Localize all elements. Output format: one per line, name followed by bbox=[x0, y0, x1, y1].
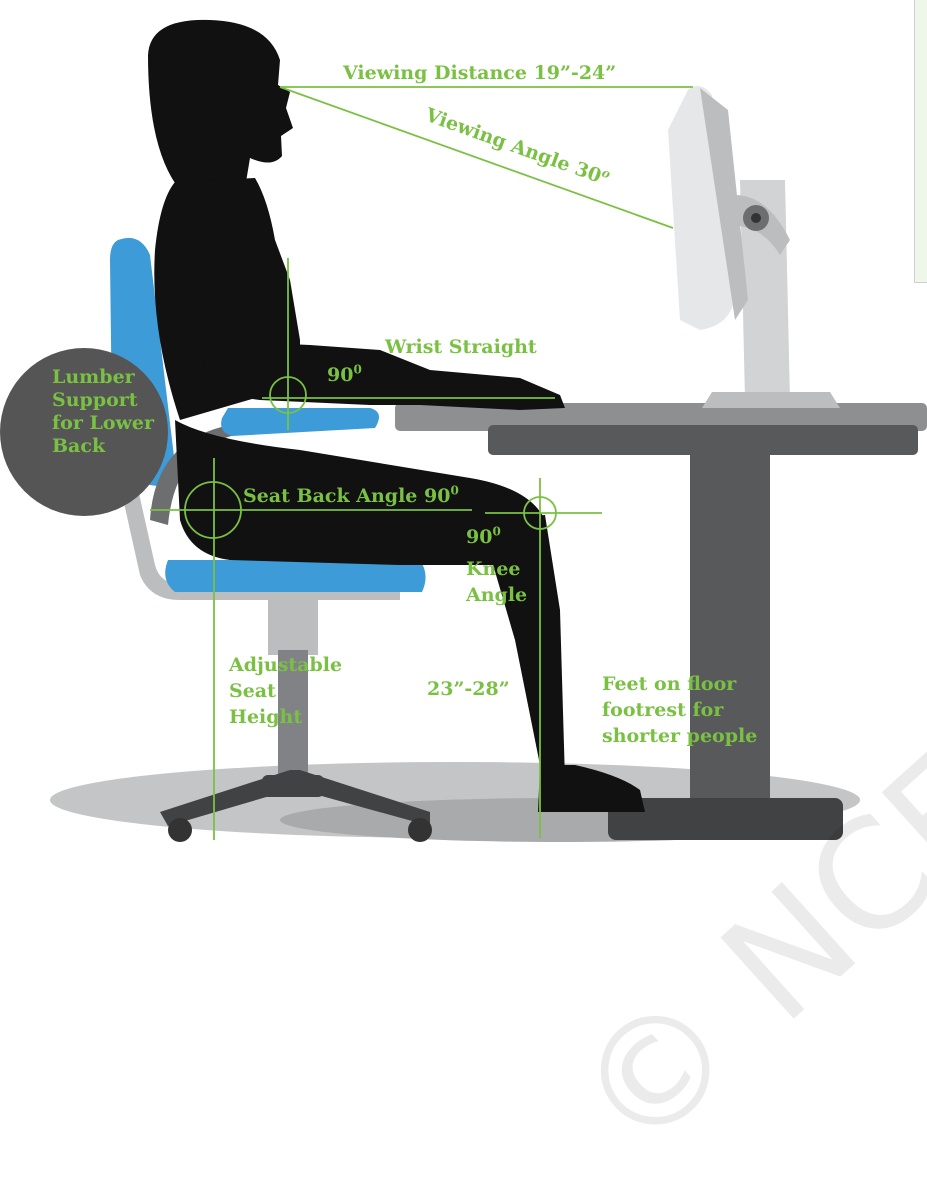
chair-column-sleeve bbox=[268, 600, 318, 655]
lumbar-support-label: Lumber Support for Lower Back bbox=[52, 366, 154, 458]
feet-on-floor-label: Feet on floor footrest for shorter peopl… bbox=[602, 671, 757, 749]
side-panel-edge bbox=[914, 0, 927, 283]
knee-angle-value-label: 900 bbox=[466, 526, 501, 549]
chair-armrest bbox=[221, 408, 379, 436]
ergonomics-diagram: Viewing Distance 19”-24” Viewing Angle 3… bbox=[0, 0, 927, 857]
viewing-angle-line bbox=[280, 87, 673, 228]
seat-height-label: Adjustable Seat Height bbox=[229, 652, 342, 730]
monitor bbox=[668, 86, 840, 408]
chair-caster-right bbox=[408, 818, 432, 842]
head bbox=[148, 20, 293, 190]
knee-angle-label: Knee Angle bbox=[466, 556, 527, 608]
wrist-straight-label: Wrist Straight bbox=[385, 336, 537, 359]
viewing-distance-label: Viewing Distance 19”-24” bbox=[343, 62, 616, 85]
desk-height-label: 23”-28” bbox=[427, 678, 510, 701]
monitor-hinge-dot bbox=[751, 213, 761, 223]
seat-back-angle-label: Seat Back Angle 900 bbox=[243, 485, 459, 508]
desk-leg bbox=[690, 450, 770, 805]
elbow-angle-label: 900 bbox=[327, 364, 362, 387]
monitor-base bbox=[702, 392, 840, 408]
chair-seat bbox=[165, 560, 425, 592]
chair-base-hub bbox=[262, 775, 324, 797]
chair-caster-left bbox=[168, 818, 192, 842]
